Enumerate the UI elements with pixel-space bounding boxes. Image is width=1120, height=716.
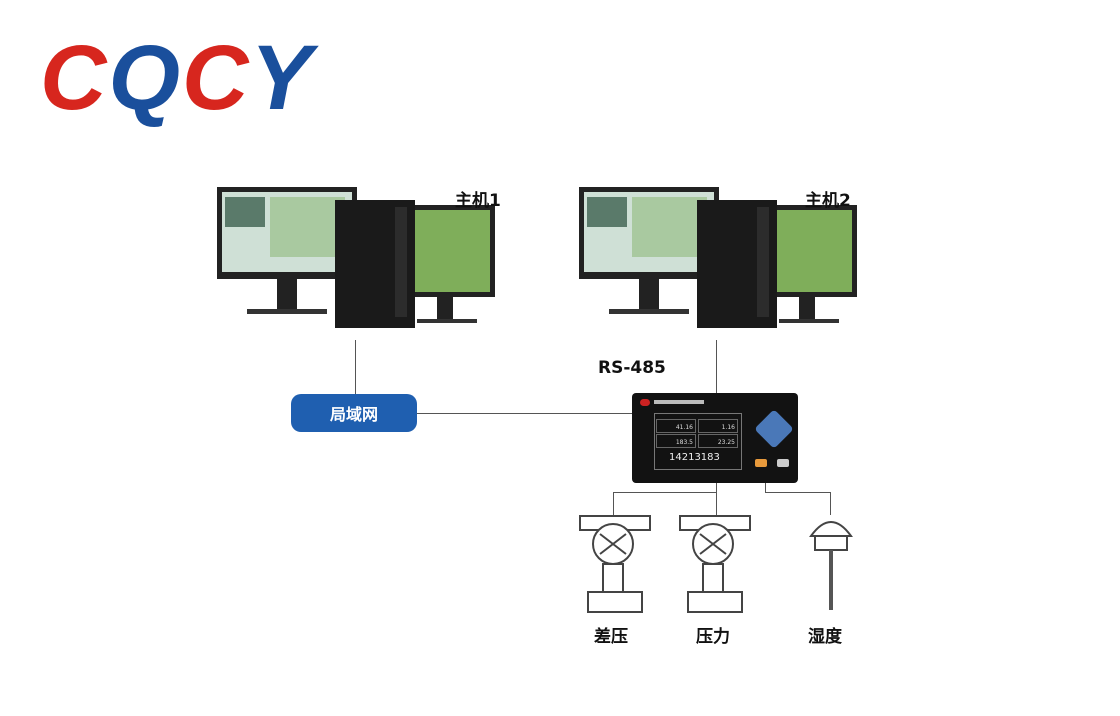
host-1-connection-line xyxy=(355,340,356,395)
host-1-workstation-icon xyxy=(217,187,495,328)
logo-letter: Y xyxy=(250,27,314,129)
sensor-bus-line xyxy=(765,483,766,493)
sensor-bus-line xyxy=(830,492,831,515)
total-value: 14213183 xyxy=(669,452,720,463)
logo-letter: C xyxy=(182,27,251,129)
reading-value: 1.16 xyxy=(698,419,738,433)
logo-letter: Q xyxy=(108,27,183,129)
host-2-workstation-icon xyxy=(579,187,857,328)
device-brand-icon xyxy=(640,399,650,406)
rs485-label: RS-485 xyxy=(598,358,666,378)
sensor-bus-line xyxy=(765,492,830,493)
lan-connection-line xyxy=(417,413,632,414)
host-2-label: 主机2 xyxy=(805,191,851,211)
reading-value: 41.16 xyxy=(656,419,696,433)
sensor-bus-line xyxy=(613,492,614,515)
sensor-bus-line xyxy=(613,492,716,493)
sensor-label-pressure: 压力 xyxy=(696,627,730,647)
host-1-label: 主机1 xyxy=(455,191,501,211)
lan-badge: 局域网 xyxy=(291,394,417,432)
device-orange-button xyxy=(755,459,767,467)
sensor-label-differential-pressure: 差压 xyxy=(594,627,628,647)
rs485-connection-line xyxy=(716,340,717,393)
reading-value: 183.5 xyxy=(656,434,696,448)
logo-letter: C xyxy=(40,27,109,129)
sensor-bus-line xyxy=(716,483,717,515)
device-brand-text xyxy=(654,400,704,404)
data-recorder-device: 41.16 1.16 183.5 23.25 14213183 xyxy=(632,393,798,483)
humidity-sensor-icon xyxy=(809,521,853,610)
device-gray-button xyxy=(777,459,789,467)
sensor-label-humidity: 湿度 xyxy=(808,627,842,647)
differential-pressure-transmitter-icon xyxy=(579,515,651,613)
reading-value: 23.25 xyxy=(698,434,738,448)
device-dpad-button xyxy=(754,409,794,449)
pressure-transmitter-icon xyxy=(679,515,751,613)
device-screen: 41.16 1.16 183.5 23.25 14213183 xyxy=(654,413,742,470)
cqcy-logo: CQCY xyxy=(40,32,314,124)
